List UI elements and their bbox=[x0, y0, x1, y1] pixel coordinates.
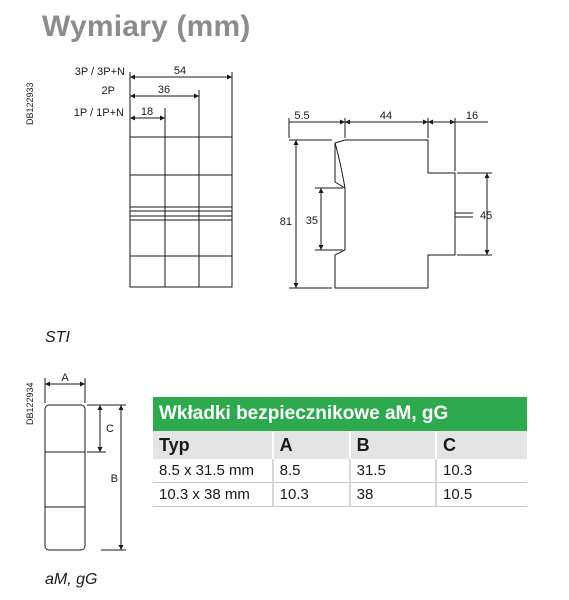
cell-a: 10.3 bbox=[272, 482, 351, 507]
fuse-caption: aM, gG bbox=[45, 571, 98, 588]
fuse-cartridge bbox=[44, 378, 126, 551]
dim-45: 45 bbox=[480, 210, 492, 222]
dim-36: 36 bbox=[158, 84, 170, 96]
cell-c: 10.5 bbox=[443, 486, 473, 503]
table-title: Wkładki bezpiecznikowe aM, gG bbox=[153, 397, 527, 431]
cell-typ: 10.3 x 38 mm bbox=[153, 482, 274, 507]
dim-18: 18 bbox=[141, 106, 153, 118]
dim-54: 54 bbox=[174, 65, 186, 77]
header-typ: Typ bbox=[153, 431, 274, 459]
table-header-row: Typ A B C bbox=[153, 431, 527, 459]
dim-35: 35 bbox=[306, 215, 318, 227]
dim-81: 81 bbox=[280, 216, 292, 228]
sti-caption: STI bbox=[45, 329, 70, 346]
cell-c: 10.3 bbox=[443, 462, 473, 479]
label-1p: 1P / 1P+N bbox=[74, 107, 124, 119]
dim-5-5: 5.5 bbox=[294, 110, 309, 122]
header-a: A bbox=[272, 431, 351, 459]
cell-b: 31.5 bbox=[349, 459, 438, 483]
sti-figure-code: DB122933 bbox=[25, 82, 35, 125]
sti-front-view bbox=[129, 72, 233, 288]
table-row: 8.5 x 31.5 mm 8.5 31.5 10.3 bbox=[153, 459, 527, 483]
dim-16: 16 bbox=[466, 110, 478, 122]
label-2p: 2P bbox=[102, 85, 115, 97]
sti-side-view bbox=[288, 118, 492, 289]
dim-a: A bbox=[61, 372, 69, 384]
dim-44: 44 bbox=[380, 110, 392, 122]
table-row: 10.3 x 38 mm 10.3 38 10.5 bbox=[153, 482, 527, 507]
cell-b: 38 bbox=[349, 482, 438, 507]
dim-b: B bbox=[111, 473, 118, 485]
fuse-table: Wkładki bezpiecznikowe aM, gG Typ A B C … bbox=[153, 397, 527, 507]
dim-c: C bbox=[106, 423, 114, 435]
cell-typ: 8.5 x 31.5 mm bbox=[153, 459, 274, 483]
label-3p: 3P / 3P+N bbox=[75, 66, 125, 78]
page-title: Wymiary (mm) bbox=[42, 10, 251, 43]
header-b: B bbox=[349, 431, 438, 459]
fuse-figure-code: DB122934 bbox=[25, 382, 35, 425]
header-c: C bbox=[436, 431, 527, 459]
cell-a: 8.5 bbox=[272, 459, 351, 483]
